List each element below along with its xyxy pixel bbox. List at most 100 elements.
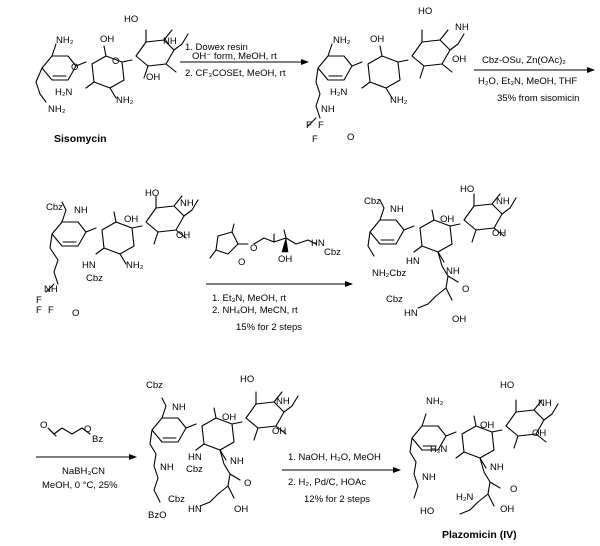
label-nh-c4c: NH — [496, 196, 510, 207]
label-ho-1: HO — [124, 14, 138, 25]
label-cbz-reagent: Cbz — [324, 247, 341, 258]
label-nh2-c3: NH₂ — [126, 260, 144, 271]
step1-line1: 1. Dowex resin — [185, 42, 248, 53]
label-oh-c6b: OH — [532, 428, 546, 439]
label-nh-c5c: NH — [230, 456, 244, 467]
label-amide-o-c4: O — [462, 284, 469, 295]
compound-5-structure — [149, 391, 299, 507]
label-cbz-c3a: Cbz — [46, 202, 63, 213]
label-h2n-1: H₂N — [55, 87, 73, 98]
label-cbz-c5b: Cbz — [186, 464, 203, 475]
label-oh-c4b: OH — [492, 228, 506, 239]
label-cbz-c4b: Cbz — [386, 294, 403, 305]
label-nh2cbz-c4: NH₂Cbz — [372, 268, 407, 279]
label-f-c3a: F — [36, 295, 42, 306]
label-hn-c4b: HN — [404, 308, 418, 319]
label-ho-c4: HO — [460, 184, 474, 195]
label-o-ester: O — [84, 424, 91, 435]
step3-line1: 1. Et₃N, MeOH, rt — [212, 293, 286, 304]
label-o-1b: O — [112, 56, 119, 67]
label-o-aldehyde: O — [40, 420, 47, 431]
label-oh-c6a: OH — [480, 420, 494, 431]
label-nh-c6: NH — [422, 472, 436, 483]
label-nh-c5d: NH — [276, 396, 290, 407]
label-oh-c3b: OH — [176, 230, 190, 241]
label-amide-o-c6: O — [510, 484, 517, 495]
label-oh-c5b: OH — [272, 426, 286, 437]
label-oh-c6c: OH — [500, 504, 514, 515]
label-o-1a: O — [71, 62, 78, 73]
label-ho-c2: HO — [418, 6, 432, 17]
label-oh-c4a: OH — [440, 214, 454, 225]
label-hn-c5b: HN — [188, 504, 202, 515]
compound-name-sisomycin: Sisomycin — [54, 133, 107, 145]
label-oh-c5a: OH — [222, 412, 236, 423]
label-nh2-c2a: NH₂ — [333, 35, 351, 46]
label-nh-c6c: NH — [538, 398, 552, 409]
label-nh2-1: NH₂ — [56, 35, 74, 46]
label-oh-reagent: OH — [278, 254, 292, 265]
label-oh-c3a: OH — [124, 214, 138, 225]
label-h2n-c2: H₂N — [330, 87, 348, 98]
label-bzo-c5: BzO — [148, 510, 166, 521]
label-f-c2b: F — [318, 120, 324, 131]
step2-line2: H₂O, Et₃N, MeOH, THF — [478, 76, 577, 87]
label-nh-c2b: NH — [455, 22, 469, 33]
label-ho-c5: HO — [240, 374, 254, 385]
label-oh-c2a: OH — [370, 34, 384, 45]
compound-4-structure — [367, 193, 517, 309]
label-nh-c2: NH — [321, 104, 335, 115]
label-hn-c4: HN — [406, 256, 420, 267]
step5-line2: 2. H₂, Pd/C, HOAc — [288, 477, 366, 488]
label-cbz-c4a: Cbz — [364, 196, 381, 207]
label-amide-o-c5: O — [244, 478, 251, 489]
label-f-c3b: F — [36, 305, 42, 316]
label-f-c2c: F — [312, 134, 318, 145]
label-nh-c4b: NH — [446, 266, 460, 277]
label-f-c3c: F — [48, 305, 54, 316]
label-nh2-3: NH₂ — [116, 95, 134, 106]
label-h2n-c6b: H₂N — [456, 492, 474, 503]
label-oh-2: OH — [146, 72, 160, 83]
label-ho-c3: HO — [145, 188, 159, 199]
step1-line1b: OH⁻ form, MeOH, rt — [192, 51, 277, 62]
compound-2-structure — [307, 29, 465, 127]
aldehyde-reagent — [47, 427, 91, 437]
label-f-c2a: F — [306, 120, 312, 131]
step1-line2: 2. CF₃COSEt, MeOH, rt — [185, 68, 286, 79]
step5-line1: 1. NaOH, H₂O, MeOH — [288, 452, 381, 463]
label-nh-c3a: NH — [74, 205, 88, 216]
step3-line3: 15% for 2 steps — [236, 322, 302, 333]
label-nh-1: NH — [163, 36, 177, 47]
compound-3-structure — [45, 195, 199, 293]
label-o-reagent-a: O — [238, 257, 245, 268]
step5-line3: 12% for 2 steps — [304, 494, 370, 505]
label-oh-1: OH — [100, 34, 114, 45]
label-nh-c3b: NH — [180, 198, 194, 209]
label-bz-aldehyde: Bz — [92, 434, 103, 445]
compound-name-plazomicin: Plazomicin (IV) — [442, 529, 517, 541]
label-amide-o-c2: O — [347, 132, 354, 143]
label-nh2-c6a: NH₂ — [426, 396, 444, 407]
label-nh-c6b: NH — [490, 462, 504, 473]
step2-line3: 35% from sisomicin — [497, 93, 579, 104]
label-amide-o-c3: O — [72, 308, 79, 319]
label-cbz-c3b: Cbz — [86, 273, 103, 284]
label-hn-c5: HN — [188, 452, 202, 463]
label-hn-c3: HN — [82, 260, 96, 271]
label-ho-c6b: HO — [420, 506, 434, 517]
label-o-reagent-b: O — [250, 243, 257, 254]
label-oh-c4c: OH — [452, 314, 466, 325]
plazomicin-structure — [409, 399, 559, 515]
label-nh-c3c: NH — [44, 284, 58, 295]
succinimide-reagent — [209, 223, 317, 259]
label-oh-c2b: OH — [452, 54, 466, 65]
sisomycin-structure — [35, 29, 189, 103]
label-nh-c4a: NH — [390, 204, 404, 215]
step2-line1: Cbz-OSu, Zn(OAc)₂ — [482, 55, 566, 66]
label-cbz-c5c: Cbz — [168, 494, 185, 505]
step4-line2: MeOH, 0 °C, 25% — [42, 480, 118, 491]
step3-line2: 2. NH₄OH, MeCN, rt — [212, 305, 298, 316]
label-cbz-c5a: Cbz — [146, 380, 163, 391]
